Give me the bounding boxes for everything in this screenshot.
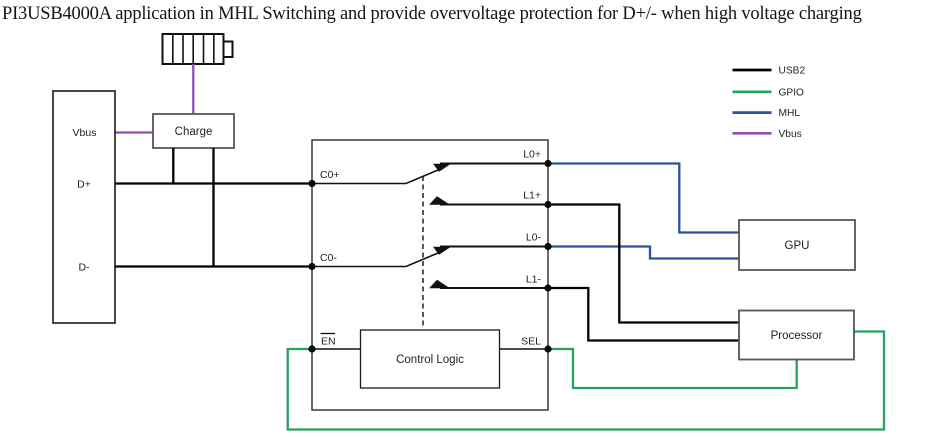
- pin-labels: C0+ C0- L0+ L1+ L0- L1- EN SEL: [320, 149, 541, 348]
- wire-l0plus-mhl: [548, 162, 739, 234]
- node-dot-c0plus: [308, 179, 316, 188]
- legend-label-vbus: Vbus: [779, 129, 802, 140]
- wire-l0minus-mhl: [548, 245, 739, 260]
- battery-icon: [161, 33, 234, 65]
- legend-label-gpio: GPIO: [779, 87, 805, 98]
- charge-box: Charge: [152, 113, 235, 149]
- legend-label-mhl: MHL: [779, 108, 801, 119]
- sel-label: SEL: [521, 336, 541, 348]
- contact-arrow-l1plus: [429, 196, 450, 205]
- en-label: EN: [321, 336, 336, 348]
- gpu-box: GPU: [738, 219, 856, 271]
- l1plus-label: L1+: [523, 190, 541, 202]
- charge-label: Charge: [175, 126, 213, 138]
- processor-label: Processor: [771, 330, 823, 342]
- dplus-label: D+: [77, 179, 91, 191]
- control-logic-label: Control Logic: [396, 354, 464, 366]
- node-dot-l1plus: [544, 200, 552, 209]
- page-title: PI3USB4000A application in MHL Switching…: [2, 4, 862, 24]
- switch-pole-plus: [312, 169, 439, 185]
- control-logic-box: Control Logic: [359, 329, 501, 389]
- processor-box: Processor: [738, 309, 855, 361]
- switch-internals: [312, 162, 548, 350]
- l1minus-label: L1-: [526, 274, 542, 286]
- l0plus-label: L0+: [523, 149, 541, 161]
- wire-l1minus-usb2: [548, 286, 739, 342]
- node-dot-l0minus: [544, 242, 552, 251]
- pin-dots: [308, 159, 552, 353]
- wire-l1plus-usb2: [548, 203, 739, 324]
- node-dot-en: [308, 345, 316, 353]
- c0plus-label: C0+: [320, 169, 340, 181]
- l0minus-label: L0-: [526, 232, 542, 244]
- contact-arrow-l1minus: [429, 279, 450, 289]
- gpu-label: GPU: [785, 240, 810, 252]
- node-dot-c0minus: [308, 262, 316, 271]
- node-dot-l1minus: [544, 284, 552, 292]
- contact-arrow-l0plus: [433, 163, 451, 172]
- dminus-label: D-: [78, 262, 90, 274]
- legend-label-usb2: USB2: [779, 66, 806, 77]
- node-dot-sel: [544, 345, 552, 353]
- c0minus-label: C0-: [320, 252, 337, 264]
- wire-sel-gpio: [548, 347, 798, 390]
- node-dot-l0plus: [544, 159, 552, 168]
- switch-contact-arrows: [429, 163, 451, 289]
- legend: USB2 GPIO MHL Vbus: [732, 66, 806, 140]
- connector-box: Vbus D+ D-: [52, 90, 116, 324]
- switch-pole-minus: [312, 252, 439, 268]
- contact-arrow-l0minus: [433, 246, 451, 255]
- wire-en-gpio-loop: [286, 330, 886, 431]
- vbus-label: Vbus: [73, 127, 97, 139]
